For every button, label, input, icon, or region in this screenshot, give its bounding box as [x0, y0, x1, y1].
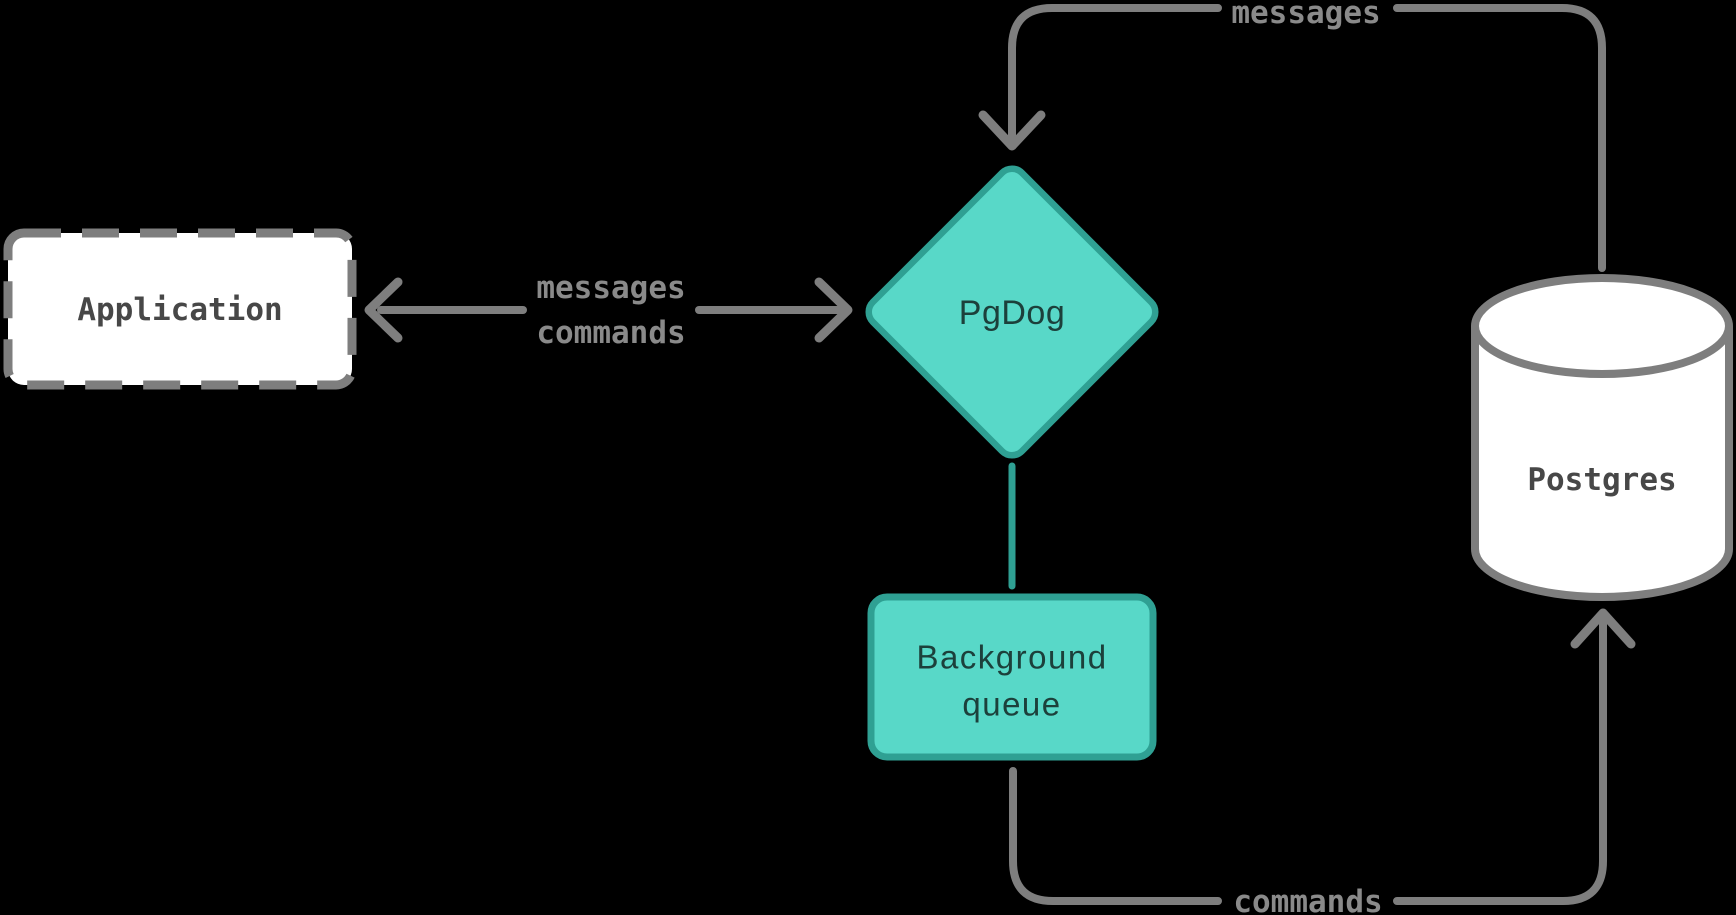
arrow-up-icon — [1570, 608, 1636, 649]
background-queue-label-line1: Background — [916, 639, 1107, 676]
edge-line-right-segment — [1393, 4, 1606, 272]
arrow-down-icon — [978, 110, 1046, 151]
edge-line-right-segment — [1393, 616, 1607, 905]
edge-line-left-segment — [1008, 4, 1222, 144]
edge-label-commands-bottom: commands — [1233, 884, 1382, 915]
edge-label-commands-mid: commands — [536, 315, 685, 351]
edge-label-messages-top: messages — [1231, 0, 1380, 31]
edge-label-messages-mid: messages — [536, 270, 685, 306]
application-label: Application — [77, 292, 282, 328]
edge-queue-to-postgres: commands — [1009, 608, 1636, 915]
application-node: Application — [3, 228, 357, 390]
background-queue-label-line2: queue — [962, 686, 1061, 723]
edge-app-pgdog: messages commands — [364, 270, 853, 351]
application-box — [3, 228, 357, 390]
arrow-left-icon — [364, 277, 403, 343]
postgres-cylinder-body — [1471, 326, 1733, 601]
postgres-node: Postgres — [1471, 274, 1733, 601]
postgres-label: Postgres — [1527, 462, 1676, 498]
postgres-cylinder-top — [1471, 274, 1733, 378]
pgdog-label: PgDog — [959, 294, 1065, 332]
background-queue-node: Background queue — [867, 593, 1157, 761]
edge-line-left-segment — [1009, 767, 1222, 905]
background-queue-box — [867, 593, 1157, 761]
pgdog-node: PgDog — [865, 165, 1159, 459]
pgdog-diamond — [865, 165, 1159, 459]
arrow-right-icon — [814, 277, 853, 343]
edge-postgres-to-pgdog: messages — [978, 0, 1606, 272]
